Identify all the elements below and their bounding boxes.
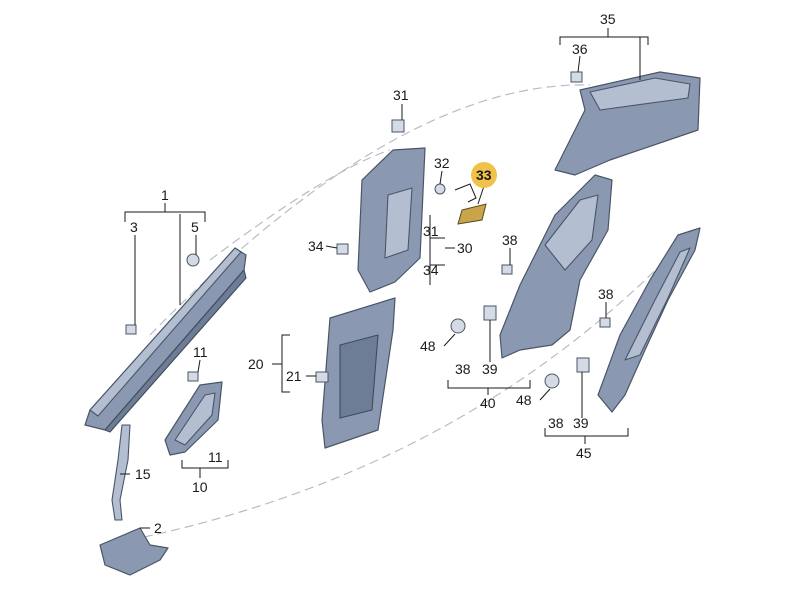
label-39-right: 39 — [573, 415, 589, 431]
label-40: 40 — [480, 395, 496, 411]
trim-piece-10 — [164, 381, 223, 456]
assembly-line-upper — [149, 84, 591, 336]
label-3: 3 — [130, 219, 138, 235]
highlight-badge-33 — [471, 162, 497, 188]
label-32: 32 — [434, 155, 450, 171]
label-45: 45 — [576, 445, 592, 461]
clip-11 — [187, 371, 199, 382]
c-pillar-lower-trim — [499, 174, 613, 359]
label-11-bottom: 11 — [208, 449, 223, 465]
label-2: 2 — [154, 520, 162, 536]
label-1: 1 — [161, 187, 169, 203]
label-30: 30 — [457, 240, 473, 256]
d-pillar-trim — [597, 227, 701, 413]
label-48-right: 48 — [516, 392, 532, 408]
assembly-line-lower — [129, 234, 691, 541]
clip-38-right — [599, 317, 611, 328]
clip-38-left — [501, 264, 513, 275]
label-36: 36 — [572, 41, 588, 57]
clip-48-right — [544, 373, 560, 389]
label-15: 15 — [135, 466, 151, 482]
screw-32 — [434, 183, 446, 195]
c-pillar-upper-trim — [554, 71, 701, 176]
label-21: 21 — [286, 368, 302, 384]
leader-lines — [120, 28, 649, 529]
label-5: 5 — [191, 219, 199, 235]
label-11-top: 11 — [193, 344, 208, 360]
label-33: 33 — [476, 167, 492, 183]
b-pillar-lower-trim — [321, 297, 396, 449]
label-10: 10 — [192, 479, 208, 495]
label-35: 35 — [600, 11, 616, 27]
label-38-upper-right: 38 — [598, 286, 614, 302]
clip-39-left — [483, 305, 497, 321]
clip-39-right — [576, 357, 590, 373]
clip-31 — [391, 119, 405, 133]
label-38-lower-right: 38 — [548, 415, 564, 431]
label-31-top: 31 — [393, 87, 409, 103]
clip-34 — [336, 243, 349, 255]
label-34-bracket: 34 — [423, 262, 439, 278]
kick-panel — [99, 527, 169, 576]
label-38-lower-left: 38 — [455, 361, 471, 377]
a-pillar-trim — [84, 247, 247, 433]
assembly-line-mid — [209, 149, 391, 261]
label-20: 20 — [248, 356, 264, 372]
label-38-upper-left: 38 — [502, 232, 518, 248]
label-31-bracket: 31 — [423, 223, 439, 239]
clip-36 — [570, 71, 583, 83]
label-48-left: 48 — [420, 338, 436, 354]
highlighted-part-33 — [454, 183, 487, 225]
bracket-15 — [111, 424, 131, 521]
label-34: 34 — [308, 238, 324, 254]
clip-21 — [315, 371, 329, 383]
clip-3 — [125, 324, 137, 335]
clip-48-left — [450, 318, 466, 334]
label-39-left: 39 — [482, 361, 498, 377]
b-pillar-upper-trim — [357, 147, 426, 293]
clip-5 — [186, 253, 200, 267]
